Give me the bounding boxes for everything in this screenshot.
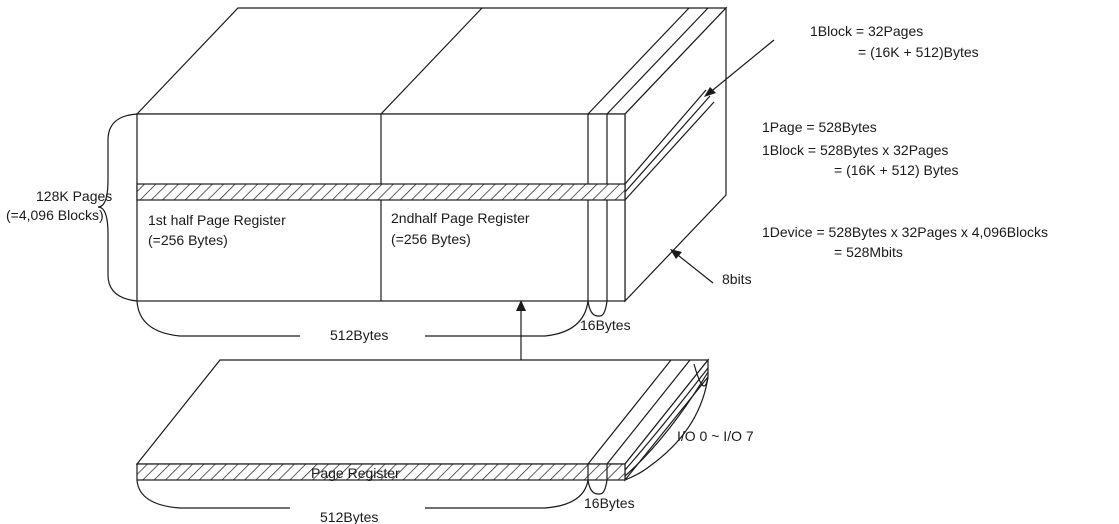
second-half-register-label: 2ndhalf Page Register: [391, 210, 530, 226]
depth-arrow: [670, 249, 714, 284]
page-note: 1Page = 528Bytes: [762, 119, 877, 135]
blocks-label: (=4,096 Blocks): [6, 207, 104, 223]
bottom-spare-width-label: 16Bytes: [584, 495, 635, 511]
first-half-register-label: 1st half Page Register: [148, 212, 286, 228]
top-spare-width-label: 16Bytes: [580, 317, 631, 333]
bottom-spare-width-brace: [587, 479, 608, 495]
depth-label: 8bits: [722, 271, 752, 287]
device-array-block: [135, 6, 728, 303]
block-note-leader: [704, 39, 775, 97]
bottom-main-width-label: 512Bytes: [320, 509, 378, 524]
block-calc-line2: = (16K + 512) Bytes: [834, 162, 959, 178]
register-top-face: [135, 359, 710, 465]
io-label: I/O 0 ~ I/O 7: [677, 428, 754, 444]
first-half-register-size: (=256 Bytes): [148, 232, 228, 248]
top-main-width-label: 512Bytes: [330, 327, 388, 343]
bottom-main-width-brace: [136, 479, 290, 509]
page-register-strip: [136, 183, 626, 201]
second-half-register-size: (=256 Bytes): [391, 231, 471, 247]
device-calc-line1: 1Device = 528Bytes x 32Pages x 4,096Bloc…: [762, 224, 1048, 240]
page-register-block: [135, 358, 710, 482]
top-main-width-brace: [136, 300, 300, 337]
block-note-line2: = (16K + 512)Bytes: [858, 44, 979, 60]
top-spare-width-brace: [587, 300, 608, 317]
page-register-label: Page Register: [311, 465, 400, 481]
device-calc-line2: = 528Mbits: [834, 244, 903, 260]
pages-brace: [97, 113, 138, 302]
block-note-line1: 1Block = 32Pages: [810, 23, 923, 39]
pages-label: 128K Pages: [36, 188, 112, 204]
register-front-strip: [136, 463, 626, 481]
block-calc-line1: 1Block = 528Bytes x 32Pages: [762, 142, 948, 158]
